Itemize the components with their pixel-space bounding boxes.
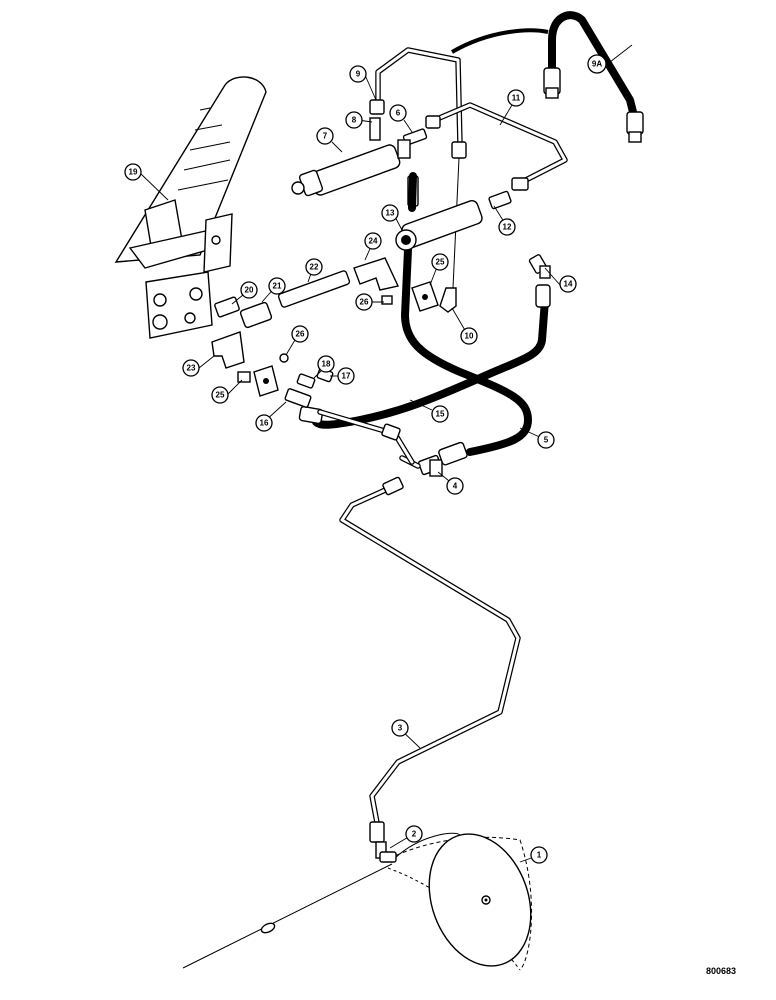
callout-9: 9 [349,65,367,83]
callout-9a: 9A [587,54,607,74]
svg-text:10: 10 [465,332,474,341]
svg-text:3: 3 [398,724,403,733]
valve-7 [291,117,428,197]
callout-19: 19 [124,163,142,181]
callout-17: 17 [337,367,355,385]
callout-23: 23 [182,359,200,377]
svg-text:13: 13 [386,209,395,218]
callout-1: 1 [530,846,548,864]
svg-text:24: 24 [369,237,378,246]
fitting-14 [528,254,551,279]
brake-tube-3 [339,484,521,831]
svg-text:16: 16 [260,419,269,428]
callout-16: 16 [255,414,273,432]
hose-5 [401,246,532,466]
svg-text:5: 5 [544,436,549,445]
svg-text:18: 18 [322,360,331,369]
svg-text:9: 9 [356,70,361,79]
callout-12: 12 [498,218,516,236]
callout-11: 11 [507,89,525,107]
callout-20: 20 [240,281,258,299]
fittings-20-21-22 [214,270,351,329]
callout-18: 18 [317,355,335,373]
svg-text:17: 17 [342,372,351,381]
svg-text:4: 4 [453,482,458,491]
callout-21: 21 [268,277,286,295]
svg-text:25: 25 [436,258,445,267]
valve-13 [395,172,512,251]
svg-text:21: 21 [273,282,282,291]
hose-15 [298,284,551,429]
callout-2: 2 [405,825,423,843]
elbow-10 [439,287,457,313]
svg-text:2: 2 [412,830,417,839]
svg-text:12: 12 [503,223,512,232]
svg-text:1: 1 [537,851,542,860]
hose-9a [450,11,644,143]
callout-22: 22 [305,258,323,276]
svg-text:25: 25 [216,391,225,400]
callout-26-lower: 26 [291,325,309,343]
svg-text:20: 20 [245,286,254,295]
brake-valve-body [145,271,213,339]
plate-25-upper [381,281,439,312]
tank-fitting-2 [369,821,397,863]
air-tank-1 [182,832,533,971]
callout-6: 6 [389,104,407,122]
fittings-16-17-18 [284,367,334,408]
callout-15: 15 [431,405,449,423]
svg-text:23: 23 [187,364,196,373]
svg-text:7: 7 [323,132,328,141]
callout-26-upper: 26 [355,293,373,311]
svg-text:22: 22 [310,263,319,272]
callout-14: 14 [559,275,577,293]
brake-pedal-19 [114,76,267,273]
callout-25-upper: 25 [431,253,449,271]
callout-13: 13 [381,204,399,222]
svg-text:26: 26 [360,298,369,307]
svg-text:15: 15 [436,410,445,419]
svg-text:6: 6 [396,109,401,118]
drawing-number: 800683 [706,966,737,976]
callout-7: 7 [316,127,334,145]
svg-text:14: 14 [564,280,573,289]
callout-5: 5 [537,431,555,449]
svg-text:8: 8 [352,116,357,125]
callout-25-lower: 25 [211,386,229,404]
callout-10: 10 [460,327,478,345]
svg-text:11: 11 [512,94,521,103]
elbow-24 [353,257,400,291]
svg-text:9A: 9A [592,60,602,69]
lower-fittings [211,331,289,397]
callout-4: 4 [446,477,464,495]
tube-11 [425,102,568,191]
callout-24: 24 [364,232,382,250]
callout-8: 8 [345,111,363,129]
callout-3: 3 [391,719,409,737]
svg-text:26: 26 [296,330,305,339]
svg-text:19: 19 [129,168,138,177]
